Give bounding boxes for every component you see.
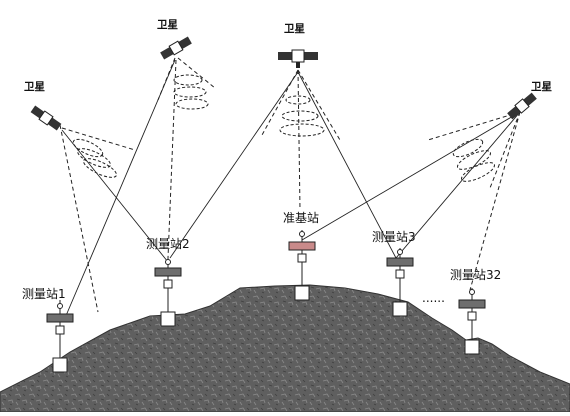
mountain-terrain: [0, 284, 570, 413]
satellite-center: [278, 49, 318, 68]
satellite-left: [30, 105, 62, 131]
signal-waves: [72, 74, 496, 182]
station-3-label: 测量站3: [372, 230, 416, 244]
signal-lines: [61, 59, 521, 319]
stations-ellipsis: ......: [422, 291, 445, 305]
station-1-label: 测量站1: [22, 287, 66, 301]
station-2-antenna: [154, 258, 182, 327]
signal-beams: [59, 57, 521, 313]
station-32-antenna: [458, 288, 486, 355]
station-3-antenna: [386, 248, 414, 317]
satellite-right: [507, 92, 537, 120]
station-32-label: 测量站32: [450, 268, 501, 282]
reference-station-label: 准基站: [283, 211, 319, 225]
satellite-label-center: 卫星: [284, 23, 305, 35]
station-2-label: 测量站2: [146, 237, 190, 251]
satellite-label-left: 卫星: [24, 81, 45, 93]
reference-station-antenna: [288, 230, 316, 301]
satellite-label-left-upper: 卫星: [157, 19, 178, 31]
satellite-left-upper: [160, 36, 192, 60]
satellite-label-right: 卫星: [531, 81, 552, 93]
station-1-antenna: [46, 300, 74, 373]
